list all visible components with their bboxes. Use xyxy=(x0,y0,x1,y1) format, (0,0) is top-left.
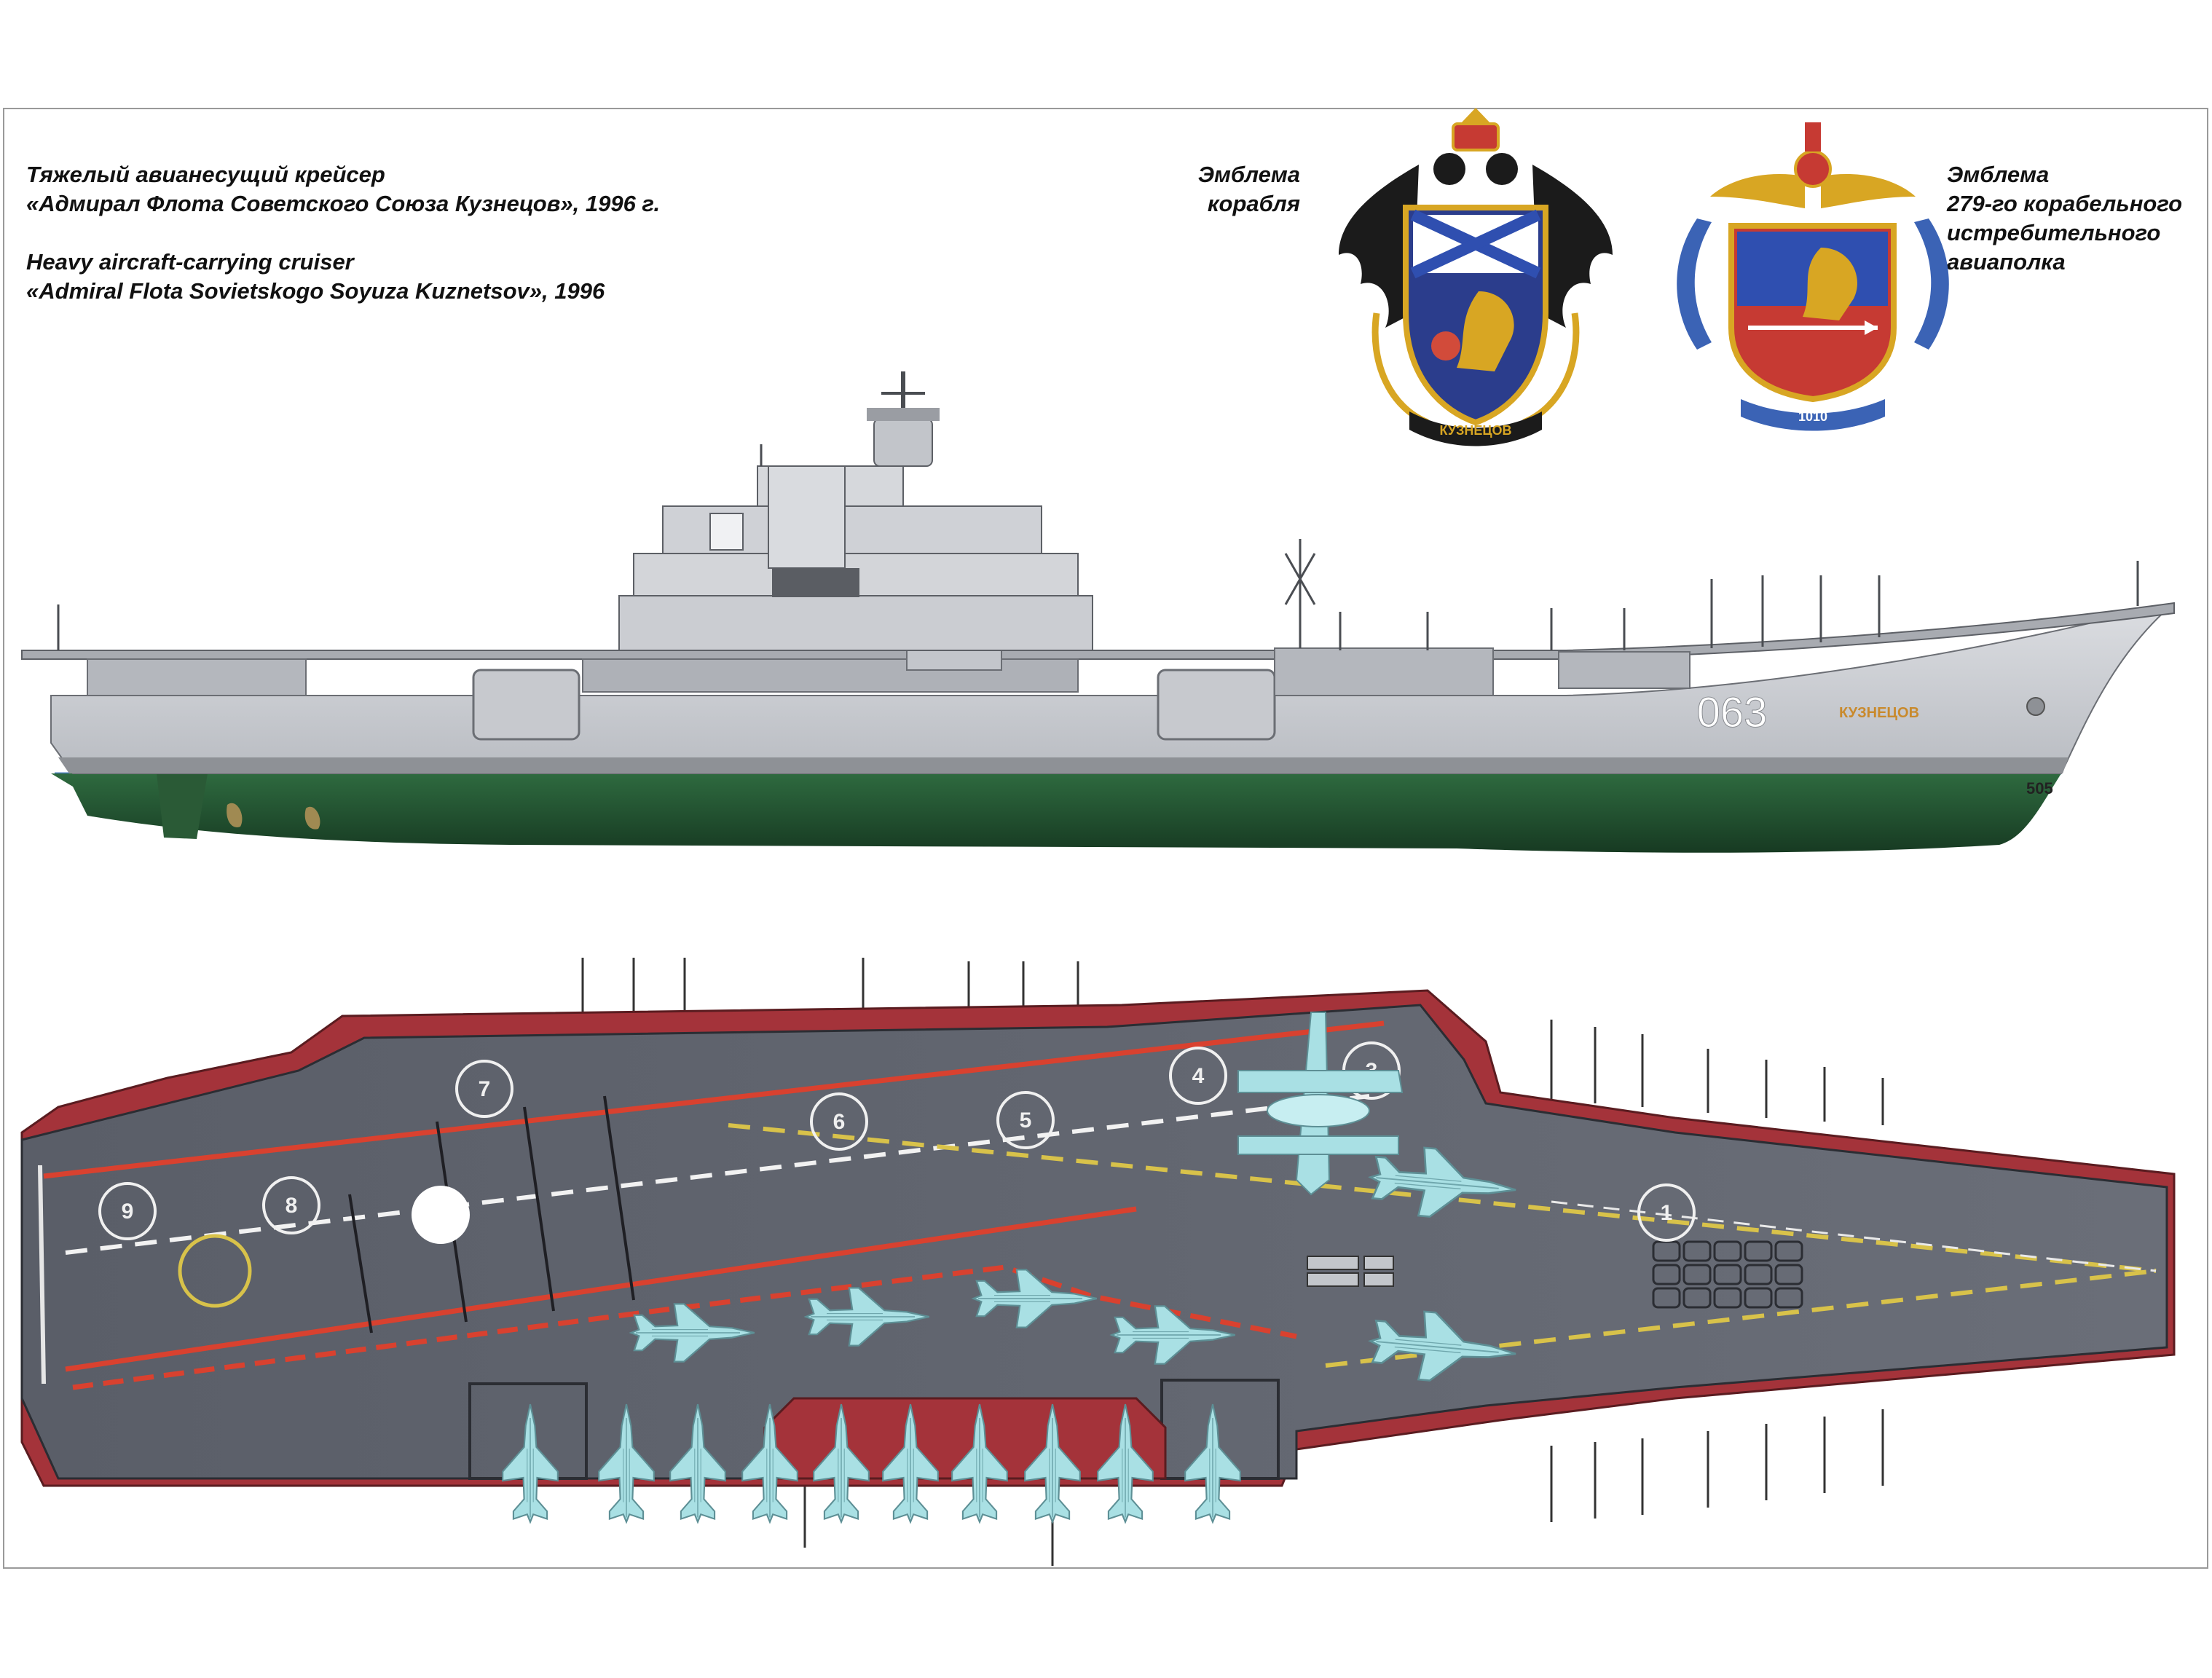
regiment-emblem-caption-line-2: 279-го корабельного xyxy=(1947,191,2183,216)
spot-number-6: 6 xyxy=(833,1110,846,1134)
regiment-emblem-caption-line-1: Эмблема xyxy=(1947,162,2050,187)
regiment-emblem-caption-line-3: истребительного xyxy=(1947,220,2161,245)
spot-number-5: 5 xyxy=(1020,1108,1032,1133)
underwater-hull xyxy=(51,773,2061,853)
regiment-emblem-banner: 1010 xyxy=(1798,409,1827,424)
island-superstructure xyxy=(618,371,1093,651)
ship-emblem-caption-line-2: корабля xyxy=(1207,191,1300,216)
angled-deck-edge-line xyxy=(43,1020,1385,1179)
ship-emblem-banner: КУЗНЕЦОВ xyxy=(1439,423,1511,438)
spot-number-9: 9 xyxy=(122,1200,134,1224)
draft-mark: 505 xyxy=(2026,779,2053,797)
spot-number-1: 1 xyxy=(1661,1201,1673,1225)
landing-mark-circle xyxy=(412,1186,470,1244)
title-russian-line-1: Тяжелый авианесущий крейсер xyxy=(26,162,385,187)
title-english-line-2: «Admiral Flota Sovietskogo Soyuza Kuznet… xyxy=(26,278,605,304)
deck-plan-view: 9 8 7 6 5 4 3 1 xyxy=(20,958,2176,1566)
hull-number: 063 xyxy=(1697,689,1768,736)
bow-ship-name: КУЗНЕЦОВ xyxy=(1839,705,1919,721)
ship-emblem: КУЗНЕЦОВ xyxy=(1339,108,1613,446)
regiment-emblem: 1010 xyxy=(1677,122,1949,431)
helicopter-spot-yellow xyxy=(178,1234,252,1308)
spot-number-7: 7 xyxy=(479,1077,491,1101)
title-russian-line-2: «Адмирал Флота Советского Союза Кузнецов… xyxy=(26,191,661,216)
spot-number-4: 4 xyxy=(1192,1064,1205,1088)
upper-hull xyxy=(50,602,2175,774)
spot-number-8: 8 xyxy=(286,1194,298,1218)
ship-emblem-caption-line-1: Эмблема xyxy=(1197,162,1300,187)
aew-aircraft xyxy=(1237,1012,1404,1196)
title-english-line-1: Heavy aircraft-carrying cruiser xyxy=(26,249,354,275)
vls-cells xyxy=(1652,1240,1803,1309)
side-view: 063 КУЗНЕЦОВ 505 xyxy=(21,371,2175,853)
regiment-emblem-caption-line-4: авиаполка xyxy=(1947,249,2066,275)
angled-deck-centerline xyxy=(65,1094,1370,1255)
